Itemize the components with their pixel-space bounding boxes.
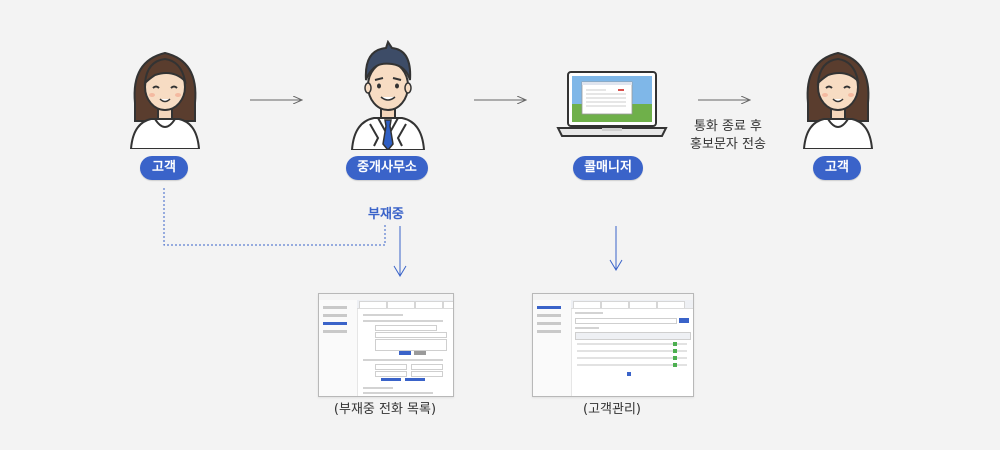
node-customer-left: 고객 bbox=[140, 156, 188, 180]
arrow-callmanager-to-customer-mgmt bbox=[609, 226, 623, 271]
node-customer-right: 고객 bbox=[813, 156, 861, 180]
female-customer-icon-right bbox=[802, 51, 874, 149]
dashed-absent-path bbox=[163, 188, 386, 246]
caption-missed-calls: (부재중 전화 목록) bbox=[333, 402, 437, 417]
missed-calls-screenshot bbox=[318, 293, 454, 397]
laptop-icon bbox=[556, 71, 668, 137]
arrow-office-to-missed-list bbox=[393, 226, 407, 277]
customer-mgmt-screenshot bbox=[532, 293, 694, 397]
edge-label-after-call: 통화 종료 후 홍보문자 전송 bbox=[690, 119, 766, 152]
node-broker-office: 중개사무소 bbox=[346, 156, 428, 180]
broker-man-icon bbox=[350, 40, 426, 150]
female-customer-icon bbox=[129, 51, 201, 149]
caption-customer-mgmt: (고객관리) bbox=[583, 402, 641, 417]
node-call-manager: 콜매니저 bbox=[573, 156, 643, 180]
edge-label-absent: 부재중 bbox=[368, 207, 404, 222]
